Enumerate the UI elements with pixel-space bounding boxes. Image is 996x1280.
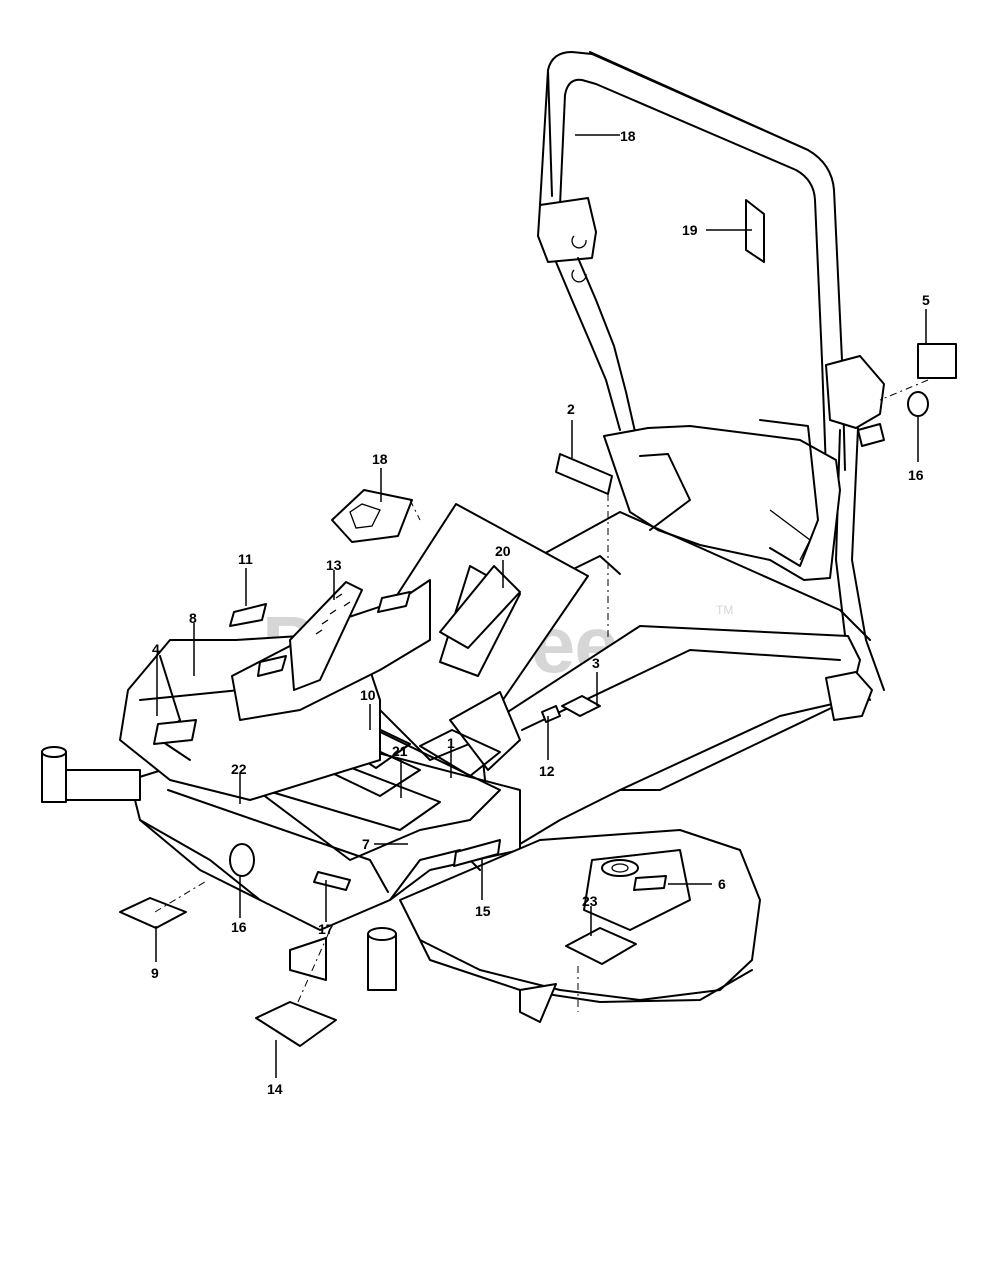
callout-labels: 18 19 5 16 2 18 20 11 13 8 4 3 12 10 1 2… xyxy=(151,128,930,1097)
callout-1: 1 xyxy=(447,735,455,751)
decal-14 xyxy=(255,1001,337,1047)
callout-23-deck: 23 xyxy=(582,893,598,909)
front-axle-arm xyxy=(41,746,141,803)
callout-17: 17 xyxy=(318,921,334,937)
watermark-trademark: TM xyxy=(716,603,733,617)
callout-18: 18 xyxy=(372,451,388,467)
callout-22: 21 xyxy=(392,743,408,759)
callout-13: 13 xyxy=(326,557,342,573)
decal-16-right xyxy=(907,391,929,417)
decal-18 xyxy=(331,489,413,543)
callout-6: 6 xyxy=(718,876,726,892)
callout-16-right: 16 xyxy=(908,467,924,483)
rear-fender xyxy=(603,419,841,581)
decal-6 xyxy=(633,875,667,891)
callout-10: 10 xyxy=(360,687,376,703)
callout-12: 12 xyxy=(539,763,555,779)
decal-9 xyxy=(119,897,187,929)
callout-14: 14 xyxy=(267,1081,283,1097)
leader-lines xyxy=(155,134,927,1078)
callout-8: 8 xyxy=(189,610,197,626)
callout-9: 9 xyxy=(151,965,159,981)
decal-20 xyxy=(745,199,765,263)
left-console xyxy=(119,579,431,801)
callout-16-left: 16 xyxy=(231,919,247,935)
callout-11: 11 xyxy=(238,551,253,567)
callout-15: 15 xyxy=(475,903,491,919)
callout-19: 18 xyxy=(620,128,636,144)
decal-3 xyxy=(561,695,601,717)
decal-23-deck xyxy=(565,927,637,965)
decal-15 xyxy=(453,839,501,867)
callout-20: 19 xyxy=(682,222,698,238)
callout-2: 2 xyxy=(567,401,575,417)
decal-5 xyxy=(917,343,957,379)
decal-2 xyxy=(555,453,613,495)
callout-4: 4 xyxy=(152,641,160,657)
callout-21: 20 xyxy=(495,543,511,559)
projection-lines xyxy=(154,379,929,1012)
decal-12 xyxy=(541,705,561,723)
callout-3: 3 xyxy=(592,655,600,671)
callout-7: 7 xyxy=(362,836,370,852)
decal-21 xyxy=(439,565,521,649)
callout-5: 5 xyxy=(922,292,930,308)
callout-23-left: 22 xyxy=(231,761,247,777)
